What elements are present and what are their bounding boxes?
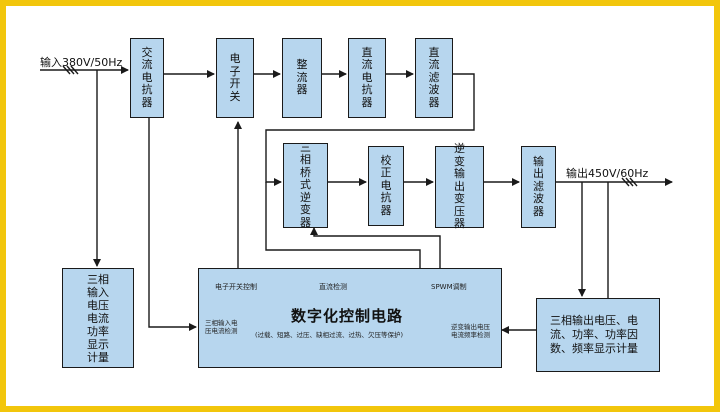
bridge-inverter-block: 三相桥式逆变器 xyxy=(283,140,328,229)
output-filter-block: 输出滤波器 xyxy=(521,146,556,228)
digital-control-block: 电子开关控制 直流检测 SPWM调制 数字化控制电路 三相输入电压电流检测 (过… xyxy=(198,268,502,368)
dc-filter-label: 直流滤波器 xyxy=(428,45,440,109)
electronic-switch-block: 电子开关 xyxy=(216,38,254,118)
input-meter-label: 三相输入电压电流功率显示计量 xyxy=(87,272,109,364)
ac-reactor-label: 交流电抗器 xyxy=(141,45,153,109)
rectifier-label: 整流器 xyxy=(296,58,308,97)
protection-label: (过载、短路、过压、缺相过流、过热、欠压等保护) xyxy=(255,331,404,339)
bridge-inverter-label: 三相桥式逆变器 xyxy=(300,140,311,229)
output-meter-label: 三相输出电压、电流、功率、功率因数、频率显示计量 xyxy=(550,314,638,355)
wire-dc-filter-to-inverter xyxy=(265,73,475,186)
wire-spwm-to-inverter xyxy=(310,227,441,268)
wire-dc-detect xyxy=(265,182,421,268)
dc-reactor-block: 直流电抗器 xyxy=(348,38,386,118)
input-detect-label: 三相输入电压电流检测 xyxy=(205,319,238,335)
wire-input-to-control xyxy=(148,118,197,331)
control-title: 数字化控制电路 xyxy=(291,307,404,325)
correction-reactor-label: 校正电抗器 xyxy=(380,153,392,217)
switch-control-label: 电子开关控制 xyxy=(215,283,257,291)
rectifier-block: 整流器 xyxy=(282,38,322,118)
dc-filter-block: 直流滤波器 xyxy=(415,38,453,118)
dc-reactor-label: 直流电抗器 xyxy=(361,45,373,109)
input-tick-marks xyxy=(62,65,79,75)
output-transformer-label: 逆变输出变压器 xyxy=(454,142,465,231)
output-detect-label: 逆变输出电压电流频率检测 xyxy=(451,323,490,339)
input-label: 输入380V/50Hz xyxy=(40,56,123,69)
spwm-label: SPWM调制 xyxy=(431,283,467,291)
output-transformer-block: 逆变输出变压器 xyxy=(435,142,484,231)
output-tick-marks xyxy=(621,177,638,187)
ac-reactor-block: 交流电抗器 xyxy=(130,38,164,118)
correction-reactor-block: 校正电抗器 xyxy=(368,146,404,226)
output-meter-block: 三相输出电压、电流、功率、功率因数、频率显示计量 xyxy=(536,298,660,372)
output-filter-label: 输出滤波器 xyxy=(533,154,544,218)
electronic-switch-label: 电子开关 xyxy=(229,52,241,103)
dc-detect-label: 直流检测 xyxy=(319,283,347,291)
input-meter-block: 三相输入电压电流功率显示计量 xyxy=(62,268,134,368)
output-label: 输出450V/60Hz xyxy=(566,167,649,180)
